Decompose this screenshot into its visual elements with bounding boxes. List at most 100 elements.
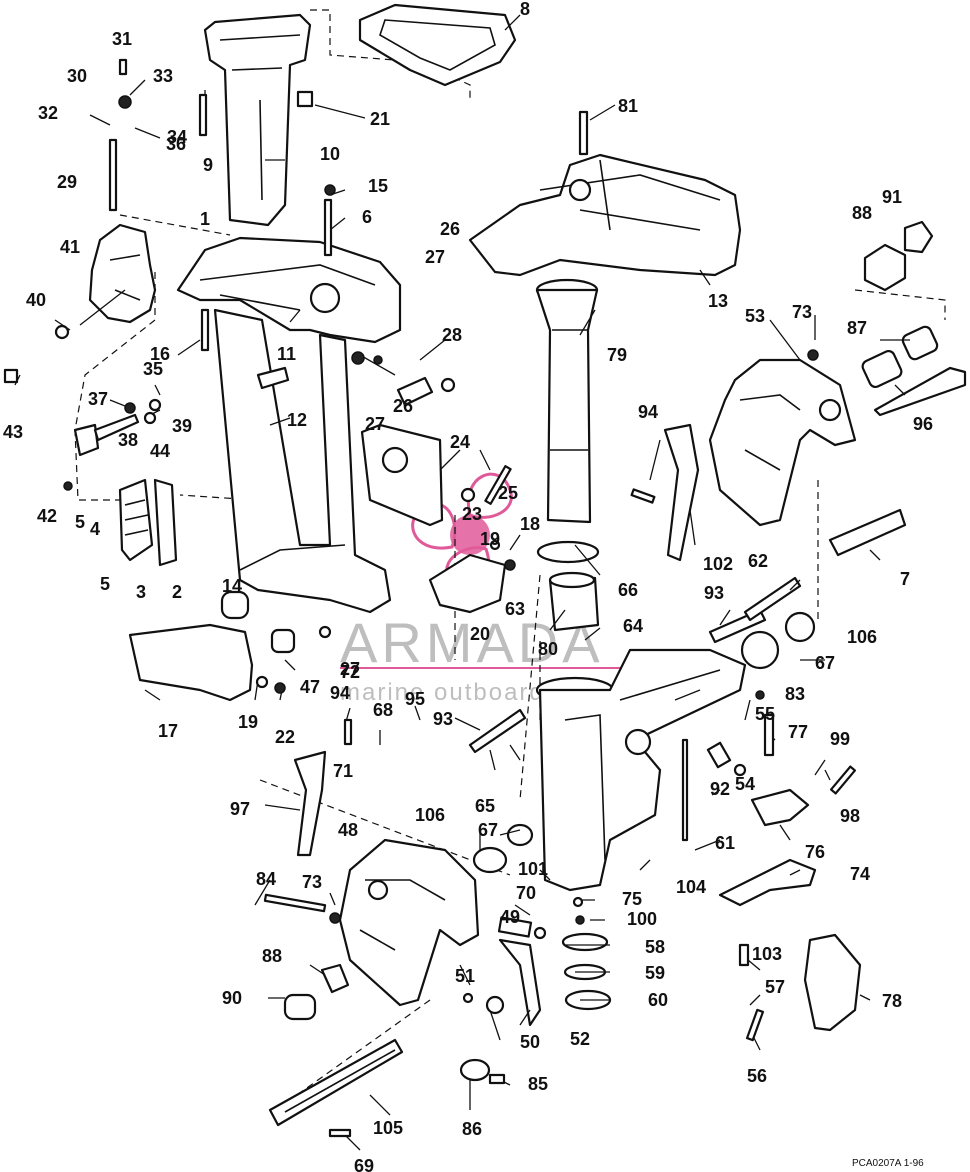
callout-label: 65 bbox=[475, 796, 495, 816]
callout-label: 93 bbox=[433, 709, 453, 729]
callout-label: 91 bbox=[882, 187, 902, 207]
fittings-87-91 bbox=[861, 220, 939, 388]
bar-105 bbox=[268, 1038, 404, 1127]
callout-label: 28 bbox=[442, 325, 462, 345]
callout-label: 105 bbox=[373, 1118, 403, 1138]
callout-label: 86 bbox=[462, 1119, 482, 1139]
callout-label: 69 bbox=[354, 1156, 374, 1172]
callout-label: 9 bbox=[203, 155, 213, 175]
callout-label: 19 bbox=[238, 712, 258, 732]
callout-label: 76 bbox=[805, 842, 825, 862]
callout-label: 2 bbox=[172, 582, 182, 602]
exhaust-housing bbox=[203, 13, 312, 227]
callout-label: 8 bbox=[520, 0, 530, 19]
callout-label: 101 bbox=[518, 859, 548, 879]
callout-label: 73 bbox=[302, 872, 322, 892]
rods-62-93 bbox=[468, 576, 802, 754]
plate-78 bbox=[803, 933, 862, 1032]
callout-label: 106 bbox=[847, 627, 877, 647]
lever-102 bbox=[663, 423, 700, 562]
callout-label: 36 bbox=[166, 134, 186, 154]
callout-label: 6 bbox=[362, 207, 372, 227]
callout-label: 53 bbox=[745, 306, 765, 326]
callout-label: 66 bbox=[618, 580, 638, 600]
bushings-67-106 bbox=[472, 611, 816, 874]
callout-label: 77 bbox=[788, 722, 808, 742]
callout-label: 3 bbox=[136, 582, 146, 602]
callout-label: 55 bbox=[755, 704, 775, 724]
callout-label: 84 bbox=[256, 869, 276, 889]
callout-label: 51 bbox=[455, 966, 475, 986]
callout-label: 64 bbox=[623, 616, 643, 636]
callout-label: 100 bbox=[627, 909, 657, 929]
steering-tube bbox=[535, 278, 599, 524]
callout-label: 17 bbox=[158, 721, 178, 741]
callout-label: 57 bbox=[765, 977, 785, 997]
callout-label: 85 bbox=[528, 1074, 548, 1094]
lever-97 bbox=[293, 750, 327, 857]
callout-label: 21 bbox=[370, 109, 390, 129]
callout-label: 102 bbox=[703, 554, 733, 574]
callout-label: 104 bbox=[676, 877, 706, 897]
callout-label: 96 bbox=[913, 414, 933, 434]
swivel-bracket-lower bbox=[535, 648, 747, 892]
callout-label: 27 bbox=[340, 659, 360, 679]
callout-label: 70 bbox=[516, 883, 536, 903]
callout-label: 56 bbox=[747, 1066, 767, 1086]
plates-2-3 bbox=[118, 478, 178, 567]
callout-label: 71 bbox=[333, 761, 353, 781]
callout-label: 44 bbox=[150, 441, 170, 461]
callout-label: 5 bbox=[75, 512, 85, 532]
callout-label: 68 bbox=[373, 700, 393, 720]
callout-label: 60 bbox=[648, 990, 668, 1010]
callout-label: 23 bbox=[462, 504, 482, 524]
callout-label: 94 bbox=[638, 402, 658, 422]
callout-label: 19 bbox=[480, 529, 500, 549]
callout-label: 15 bbox=[368, 176, 388, 196]
callout-label: 72 bbox=[340, 662, 360, 682]
clamp-bracket-right bbox=[708, 358, 857, 527]
rod-96 bbox=[873, 366, 967, 417]
callout-label: 14 bbox=[222, 576, 242, 596]
cover-17 bbox=[128, 623, 254, 702]
callout-label: 83 bbox=[785, 684, 805, 704]
callout-label: 75 bbox=[622, 889, 642, 909]
callout-label: 38 bbox=[118, 430, 138, 450]
watermark-subtitle: marine outboards bbox=[340, 679, 559, 706]
assembly-lines bbox=[74, 9, 946, 1101]
callout-label: 62 bbox=[748, 551, 768, 571]
rod-7 bbox=[828, 508, 907, 557]
clamp-bracket-left bbox=[338, 838, 480, 1007]
callout-label: 20 bbox=[470, 624, 490, 644]
callout-label: 95 bbox=[405, 689, 425, 709]
callout-label: 106 bbox=[415, 805, 445, 825]
callout-label: 73 bbox=[792, 302, 812, 322]
callout-label: 42 bbox=[37, 506, 57, 526]
callout-label: 97 bbox=[230, 799, 250, 819]
callout-label: 58 bbox=[645, 937, 665, 957]
callout-label: 92 bbox=[710, 779, 730, 799]
callouts: 1234556789101112131415161718191920212223… bbox=[3, 0, 933, 1172]
callout-label: 34 bbox=[167, 127, 187, 147]
lever-74 bbox=[718, 858, 817, 907]
callout-label: 98 bbox=[840, 806, 860, 826]
callout-label: 24 bbox=[450, 432, 470, 452]
callout-label: 31 bbox=[112, 29, 132, 49]
parts bbox=[73, 3, 967, 1127]
callout-label: 25 bbox=[498, 483, 518, 503]
callout-label: 26 bbox=[440, 219, 460, 239]
callout-label: 59 bbox=[645, 963, 665, 983]
callout-label: 90 bbox=[222, 988, 242, 1008]
bracket-41 bbox=[88, 223, 157, 324]
callout-label: 37 bbox=[88, 389, 108, 409]
callout-label: 39 bbox=[172, 416, 192, 436]
callout-label: 61 bbox=[715, 833, 735, 853]
callout-label: 63 bbox=[505, 599, 525, 619]
callout-label: 52 bbox=[570, 1029, 590, 1049]
callout-label: 33 bbox=[153, 66, 173, 86]
bolts bbox=[3, 58, 857, 1138]
callout-label: 1 bbox=[200, 209, 210, 229]
callout-label: 13 bbox=[708, 291, 728, 311]
swivel-bracket-top bbox=[468, 153, 742, 277]
callout-label: 22 bbox=[275, 727, 295, 747]
